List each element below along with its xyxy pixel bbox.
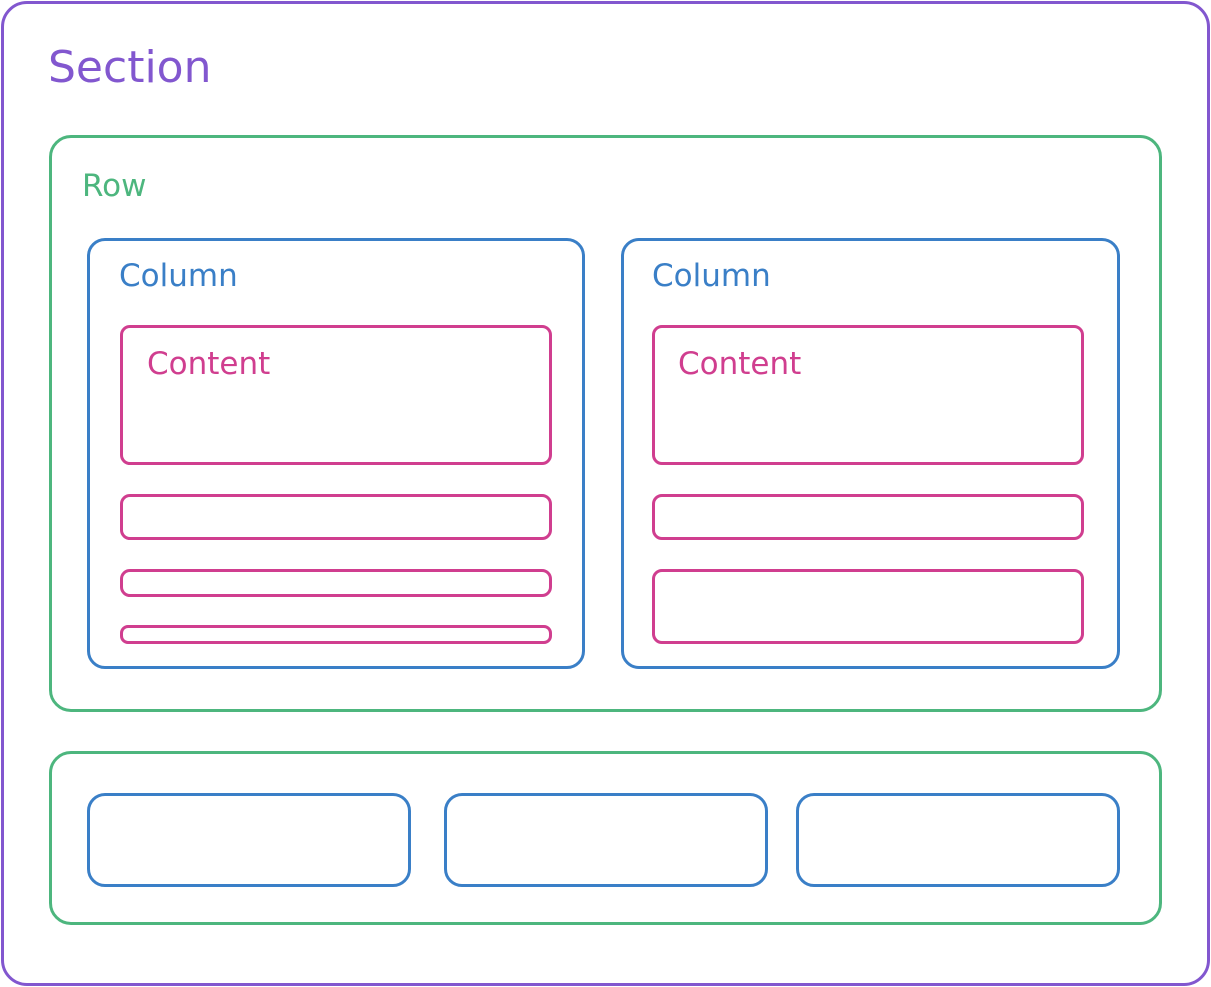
- column-box-bottom-1: [87, 793, 411, 887]
- row-container-top: [49, 135, 1162, 712]
- content-block-right-2: [652, 494, 1084, 540]
- row-label: Row: [82, 168, 147, 204]
- column-container-right: [621, 238, 1120, 669]
- column-container-left: [87, 238, 585, 669]
- content-block-left-main: [120, 325, 552, 465]
- row-container-bottom: [49, 751, 1162, 925]
- column-label-right: Column: [652, 258, 771, 294]
- content-block-right-main: [652, 325, 1084, 465]
- content-label-left: Content: [147, 346, 271, 382]
- column-box-bottom-2: [444, 793, 768, 887]
- column-label-left: Column: [119, 258, 238, 294]
- content-block-left-2: [120, 494, 552, 540]
- content-label-right: Content: [678, 346, 802, 382]
- content-block-left-3: [120, 569, 552, 597]
- content-block-left-4: [120, 625, 552, 644]
- content-block-right-3: [652, 569, 1084, 644]
- section-label: Section: [48, 42, 212, 93]
- column-box-bottom-3: [796, 793, 1120, 887]
